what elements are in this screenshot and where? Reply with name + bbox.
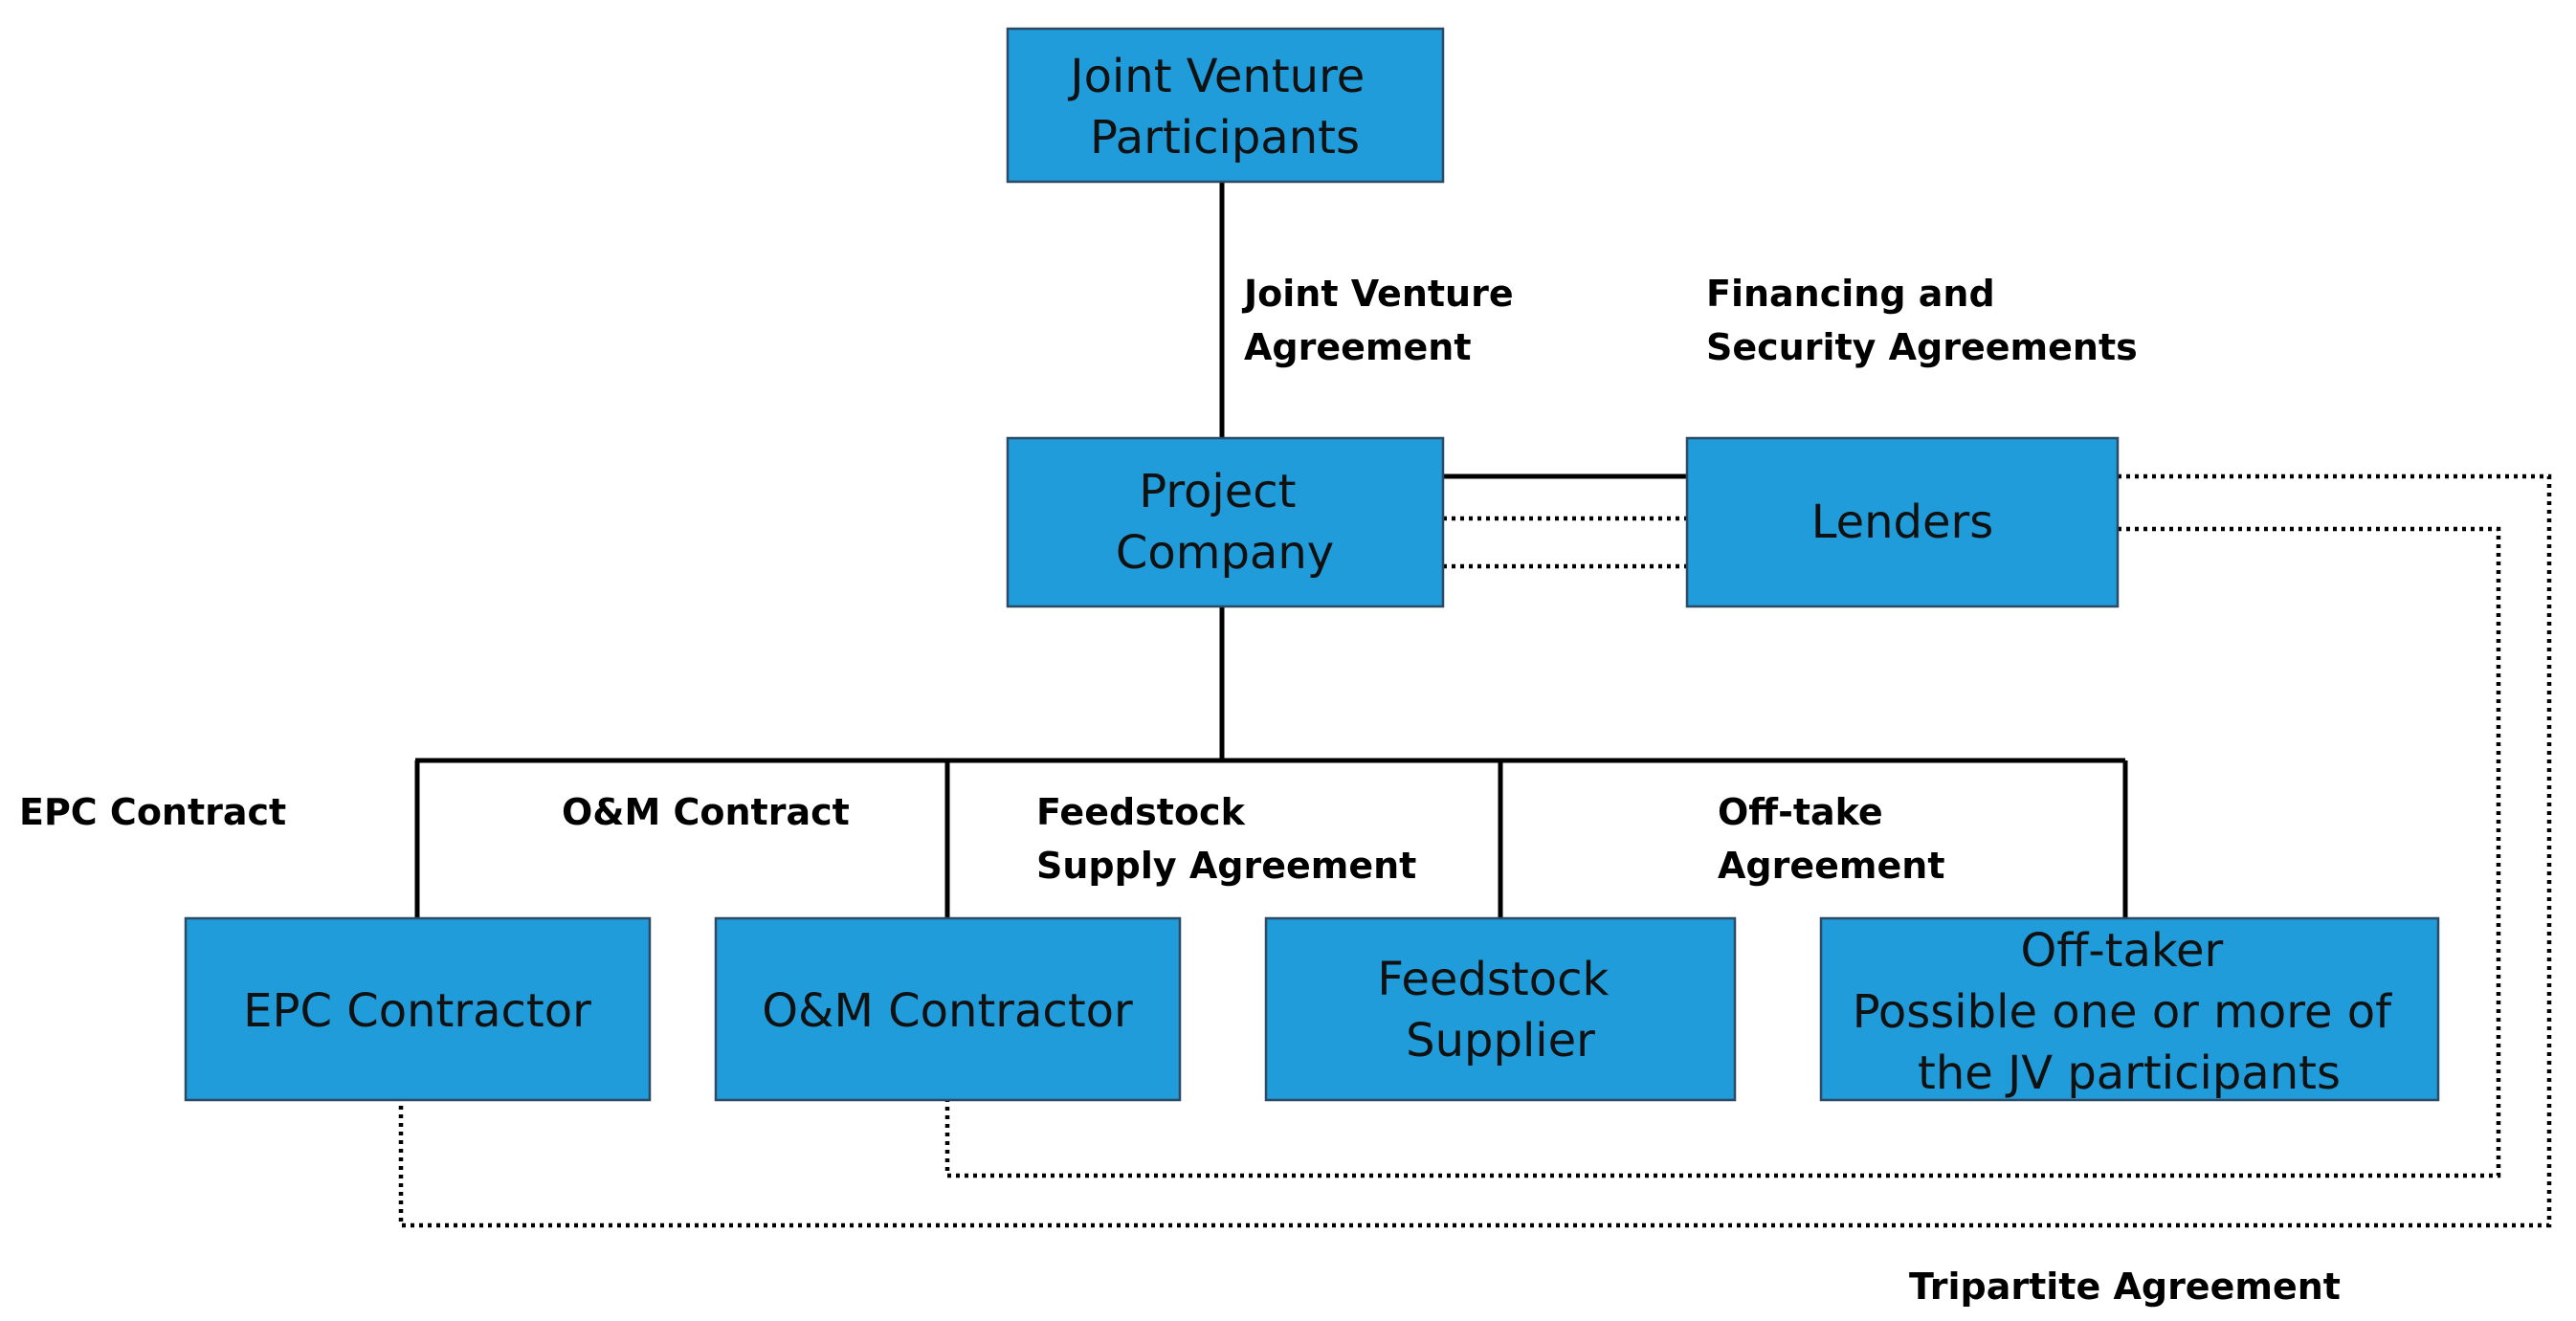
node-project-company-text: Project Company [1116,465,1334,580]
node-om-contractor: O&M Contractor [714,916,1182,1102]
node-lenders: Lenders [1685,436,2120,608]
node-lenders-line-1: Lenders [1811,495,1994,549]
node-feedstock-supplier-line-2: Supplier [1406,1014,1595,1068]
node-jv-participants-line-2: Participants [1090,111,1360,165]
label-feedstock-supply-line-2: Supply Agreement [1036,845,1416,887]
node-project-company-line-1: Project [1139,465,1296,518]
node-off-taker-line-2: Possible one or more of [1853,985,2392,1039]
node-feedstock-supplier-line-1: Feedstock [1377,953,1609,1006]
node-off-taker: Off-taker Possible one or more of the JV… [1819,916,2440,1102]
node-jv-participants-text: Joint Venture Participants [1067,50,1379,165]
node-lenders-text: Lenders [1811,495,1994,549]
label-epc-contract-line-1: EPC Contract [19,791,286,833]
label-jv-agreement-line-2: Agreement [1244,326,1471,368]
node-off-taker-text: Off-taker Possible one or more of the JV… [1853,924,2407,1100]
node-off-taker-line-3: the JV participants [1918,1046,2341,1100]
dotted-lenders-to-om-tripartite [944,526,2501,1178]
node-epc-contractor-line-1: EPC Contractor [243,984,591,1038]
dotted-connectors [398,473,2552,1228]
node-om-contractor-text: O&M Contractor [762,984,1133,1038]
label-feedstock-supply-line-1: Feedstock [1036,791,1246,833]
label-feedstock-supply: Feedstock Supply Agreement [1036,791,1416,887]
label-tripartite-line-1: Tripartite Agreement [1909,1266,2341,1308]
node-off-taker-line-1: Off-taker [2020,924,2223,978]
label-tripartite: Tripartite Agreement [1909,1266,2341,1308]
solid-connectors [414,182,2128,918]
label-financing-security: Financing and Security Agreements [1706,273,2138,368]
label-om-contract: O&M Contract [562,791,850,833]
label-financing-line-1: Financing and [1706,273,1995,315]
dotted-lenders-to-epc-tripartite [398,473,2552,1228]
label-offtake: Off-take Agreement [1718,791,1944,887]
node-epc-contractor-text: EPC Contractor [243,984,591,1038]
node-om-contractor-line-1: O&M Contractor [762,984,1133,1038]
label-epc-contract: EPC Contract [19,791,286,833]
node-project-company-line-2: Company [1116,526,1334,580]
label-financing-line-2: Security Agreements [1706,326,2138,368]
node-jv-participants-line-1: Joint Venture [1067,50,1365,103]
label-jv-agreement: Joint Venture Agreement [1241,273,1526,368]
label-om-contract-line-1: O&M Contract [562,791,850,833]
node-feedstock-supplier: Feedstock Supplier [1264,916,1737,1102]
label-offtake-line-2: Agreement [1718,845,1944,887]
label-jv-agreement-line-1: Joint Venture [1241,273,1514,315]
label-offtake-line-1: Off-take [1718,791,1883,833]
node-project-company: Project Company [1006,436,1445,608]
node-epc-contractor: EPC Contractor [184,916,652,1102]
node-jv-participants: Joint Venture Participants [1006,27,1445,184]
node-feedstock-supplier-text: Feedstock Supplier [1377,953,1623,1068]
